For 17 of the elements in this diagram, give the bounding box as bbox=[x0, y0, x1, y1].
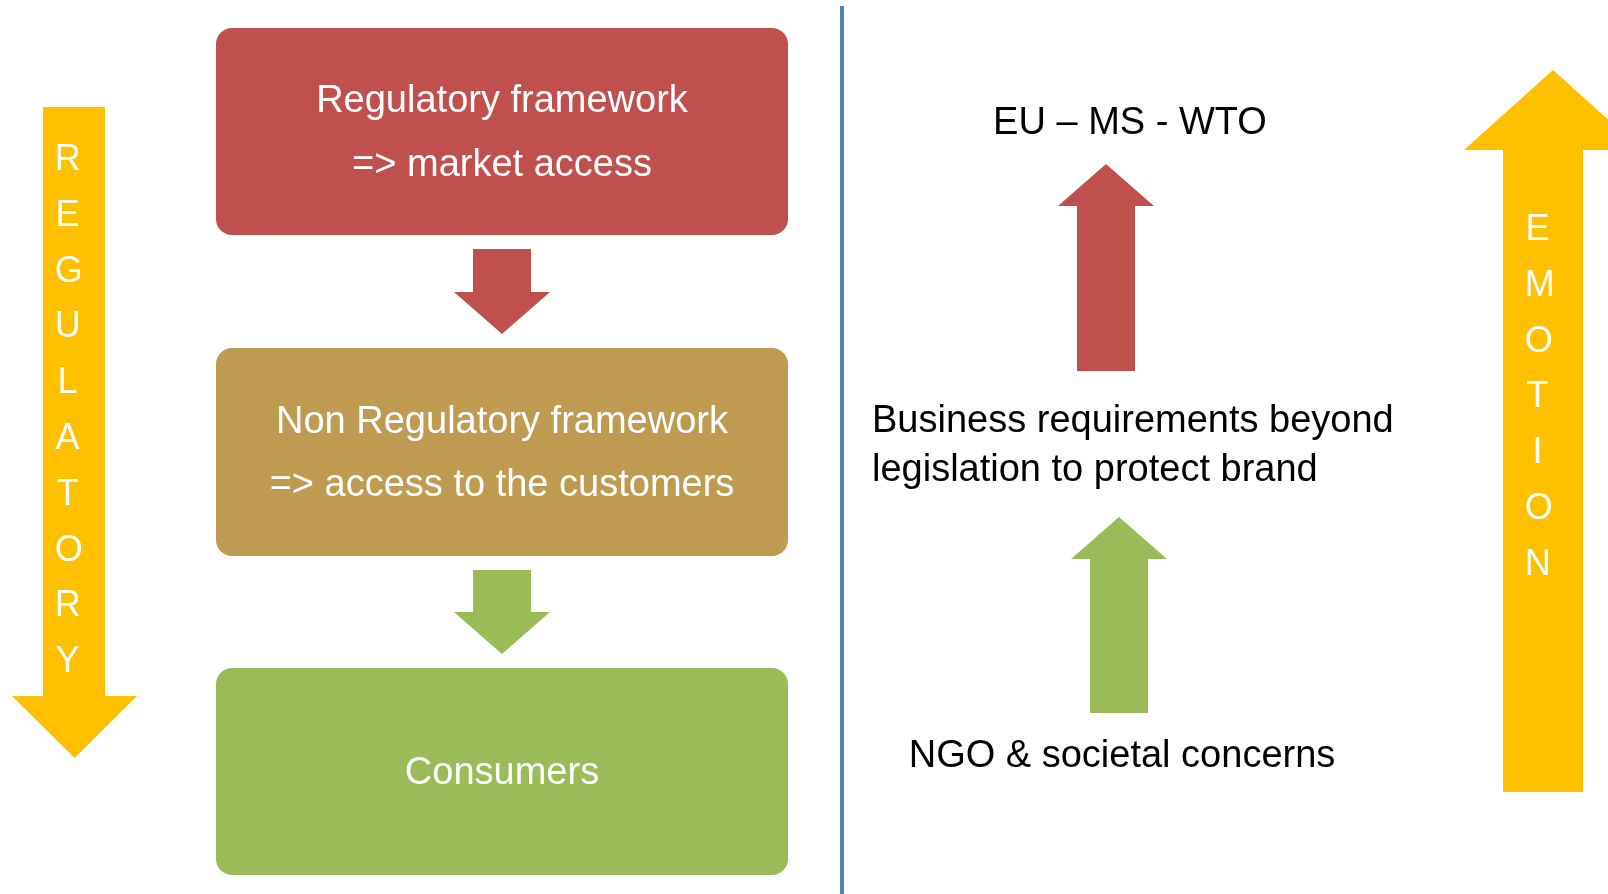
box-text: Non Regulatory framework bbox=[276, 397, 728, 443]
block-arrow bbox=[1057, 164, 1155, 371]
arrow-label: REGULATORY bbox=[53, 136, 91, 683]
process-box bbox=[216, 348, 788, 556]
node-text: EU – MS - WTO bbox=[993, 99, 1267, 145]
arrow-label: EMOTION bbox=[1523, 206, 1561, 585]
block-arrow bbox=[453, 570, 551, 654]
box-text: => access to the customers bbox=[269, 461, 735, 506]
block-arrow bbox=[1070, 517, 1168, 713]
node-text: NGO & societal concerns bbox=[908, 732, 1336, 778]
box-text: Consumers bbox=[404, 748, 600, 794]
block-arrow bbox=[453, 249, 551, 334]
box-text: Regulatory framework bbox=[316, 77, 688, 123]
node-text: Business requirements beyond legislation to protect brand bbox=[872, 396, 1395, 491]
process-box bbox=[216, 668, 788, 875]
process-box bbox=[216, 28, 788, 235]
box-text: => market access bbox=[352, 140, 652, 186]
